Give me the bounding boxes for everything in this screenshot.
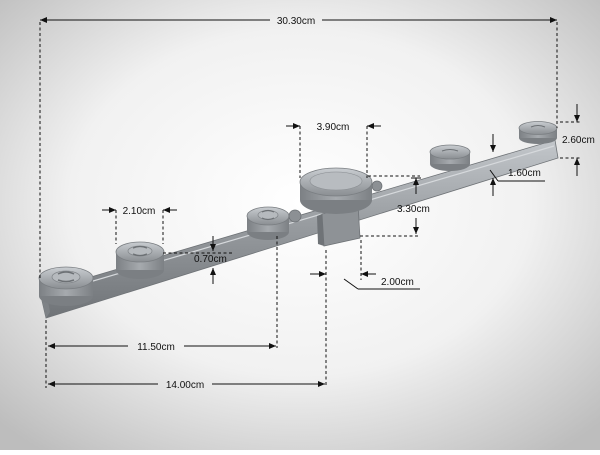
nozzle-right	[429, 144, 471, 171]
nozzle-3	[246, 206, 290, 240]
label-nozzle-span: 11.50cm	[137, 342, 175, 353]
end-nozzle-right	[518, 121, 558, 144]
dimension-lines	[39, 17, 580, 388]
spray-arm	[38, 121, 559, 319]
label-half-length: 14.00cm	[166, 380, 204, 391]
label-arm-thickness: 1.60cm	[508, 168, 541, 179]
label-nozzle-height: 0.70cm	[194, 254, 227, 265]
label-overall-length: 30.30cm	[277, 16, 315, 27]
end-nozzle-left	[38, 266, 94, 306]
nozzle-2	[115, 241, 165, 279]
label-hub-base-width: 2.00cm	[381, 277, 414, 288]
label-hub-height: 3.30cm	[397, 204, 430, 215]
central-hub	[299, 167, 373, 247]
label-end-height: 2.60cm	[562, 135, 595, 146]
label-nozzle-width: 2.10cm	[123, 206, 156, 217]
arm-bead	[371, 180, 383, 192]
dimension-labels: 30.30cm 3.90cm 2.60cm 1.60cm 2.10cm 3.30…	[123, 16, 595, 391]
arm-bead	[288, 209, 302, 223]
arm-tube	[39, 139, 559, 319]
label-hub-cap-width: 3.90cm	[317, 122, 350, 133]
